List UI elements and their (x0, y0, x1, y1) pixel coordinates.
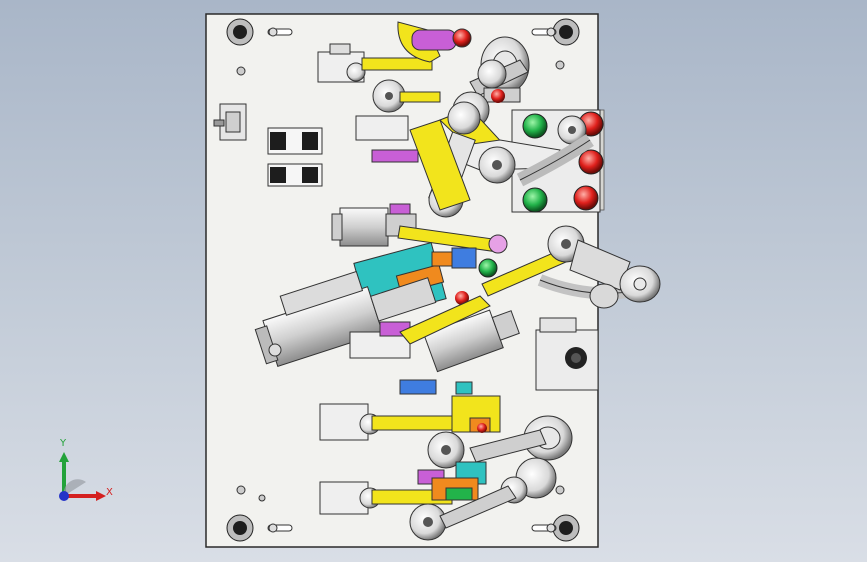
toggle-clamp-lower-1 (319, 379, 573, 469)
toggle-clamp-lower-2 (319, 457, 557, 541)
indicator-panel (511, 109, 604, 213)
toggle-clamp-top (317, 21, 472, 113)
locating-pin-top-right (531, 27, 557, 37)
corner-bushing-bottom-left (226, 514, 254, 542)
sensor-block-lower (267, 163, 323, 187)
clamp-bracket-left-upper (355, 91, 471, 211)
swing-arm-right (481, 225, 661, 309)
locating-pin-bottom-right (531, 523, 557, 533)
pneumatic-cylinder-lower (349, 295, 520, 373)
locating-pin-bottom-left (267, 523, 293, 533)
sensor-block-upper (267, 127, 323, 155)
y-axis-label: Y (60, 438, 67, 449)
corner-bushing-top-right (552, 18, 580, 46)
locating-pin-top-left (267, 27, 293, 37)
pneumatic-cylinder-main (254, 270, 437, 368)
corner-bushing-bottom-right (552, 514, 580, 542)
side-clamp-block (213, 103, 247, 141)
knob-housing-right (535, 317, 599, 391)
main-swing-arm (428, 107, 594, 187)
x-axis-label: X (106, 487, 113, 498)
coordinate-triad: Y X (50, 438, 120, 510)
pneumatic-cylinder-upper (331, 203, 501, 253)
corner-bushing-top-left (226, 18, 254, 46)
z-axis-dot (59, 491, 69, 501)
triad-graphic (59, 452, 106, 501)
triad-plane-indicator (63, 479, 86, 496)
